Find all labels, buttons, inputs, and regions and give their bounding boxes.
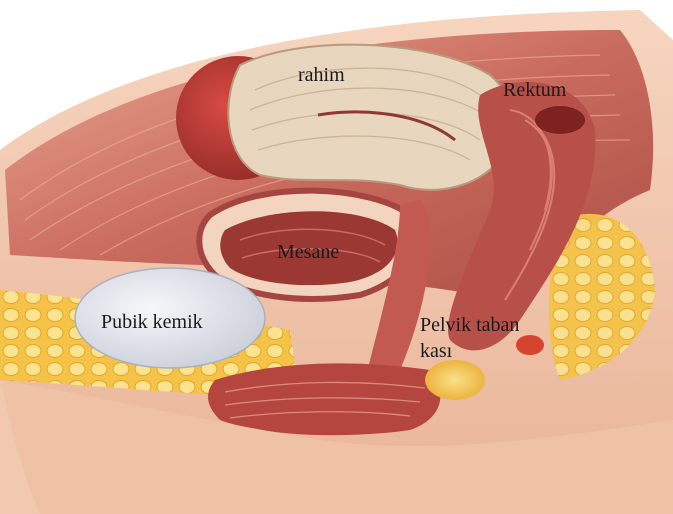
label-uterus: rahim <box>298 64 345 86</box>
fat-nodule <box>425 360 485 400</box>
label-pubic-bone: Pubik kemik <box>101 311 203 333</box>
label-pelvic-floor-line2: kası <box>420 340 452 362</box>
rectum-lumen <box>535 106 585 134</box>
fat-nodule-red <box>516 335 544 355</box>
pelvic-floor-muscle <box>208 363 440 435</box>
label-bladder: Mesane <box>277 241 339 263</box>
label-rectum: Rektum <box>503 79 566 101</box>
uterus <box>228 45 511 190</box>
label-pelvic-floor-line1: Pelvik taban <box>420 314 519 336</box>
